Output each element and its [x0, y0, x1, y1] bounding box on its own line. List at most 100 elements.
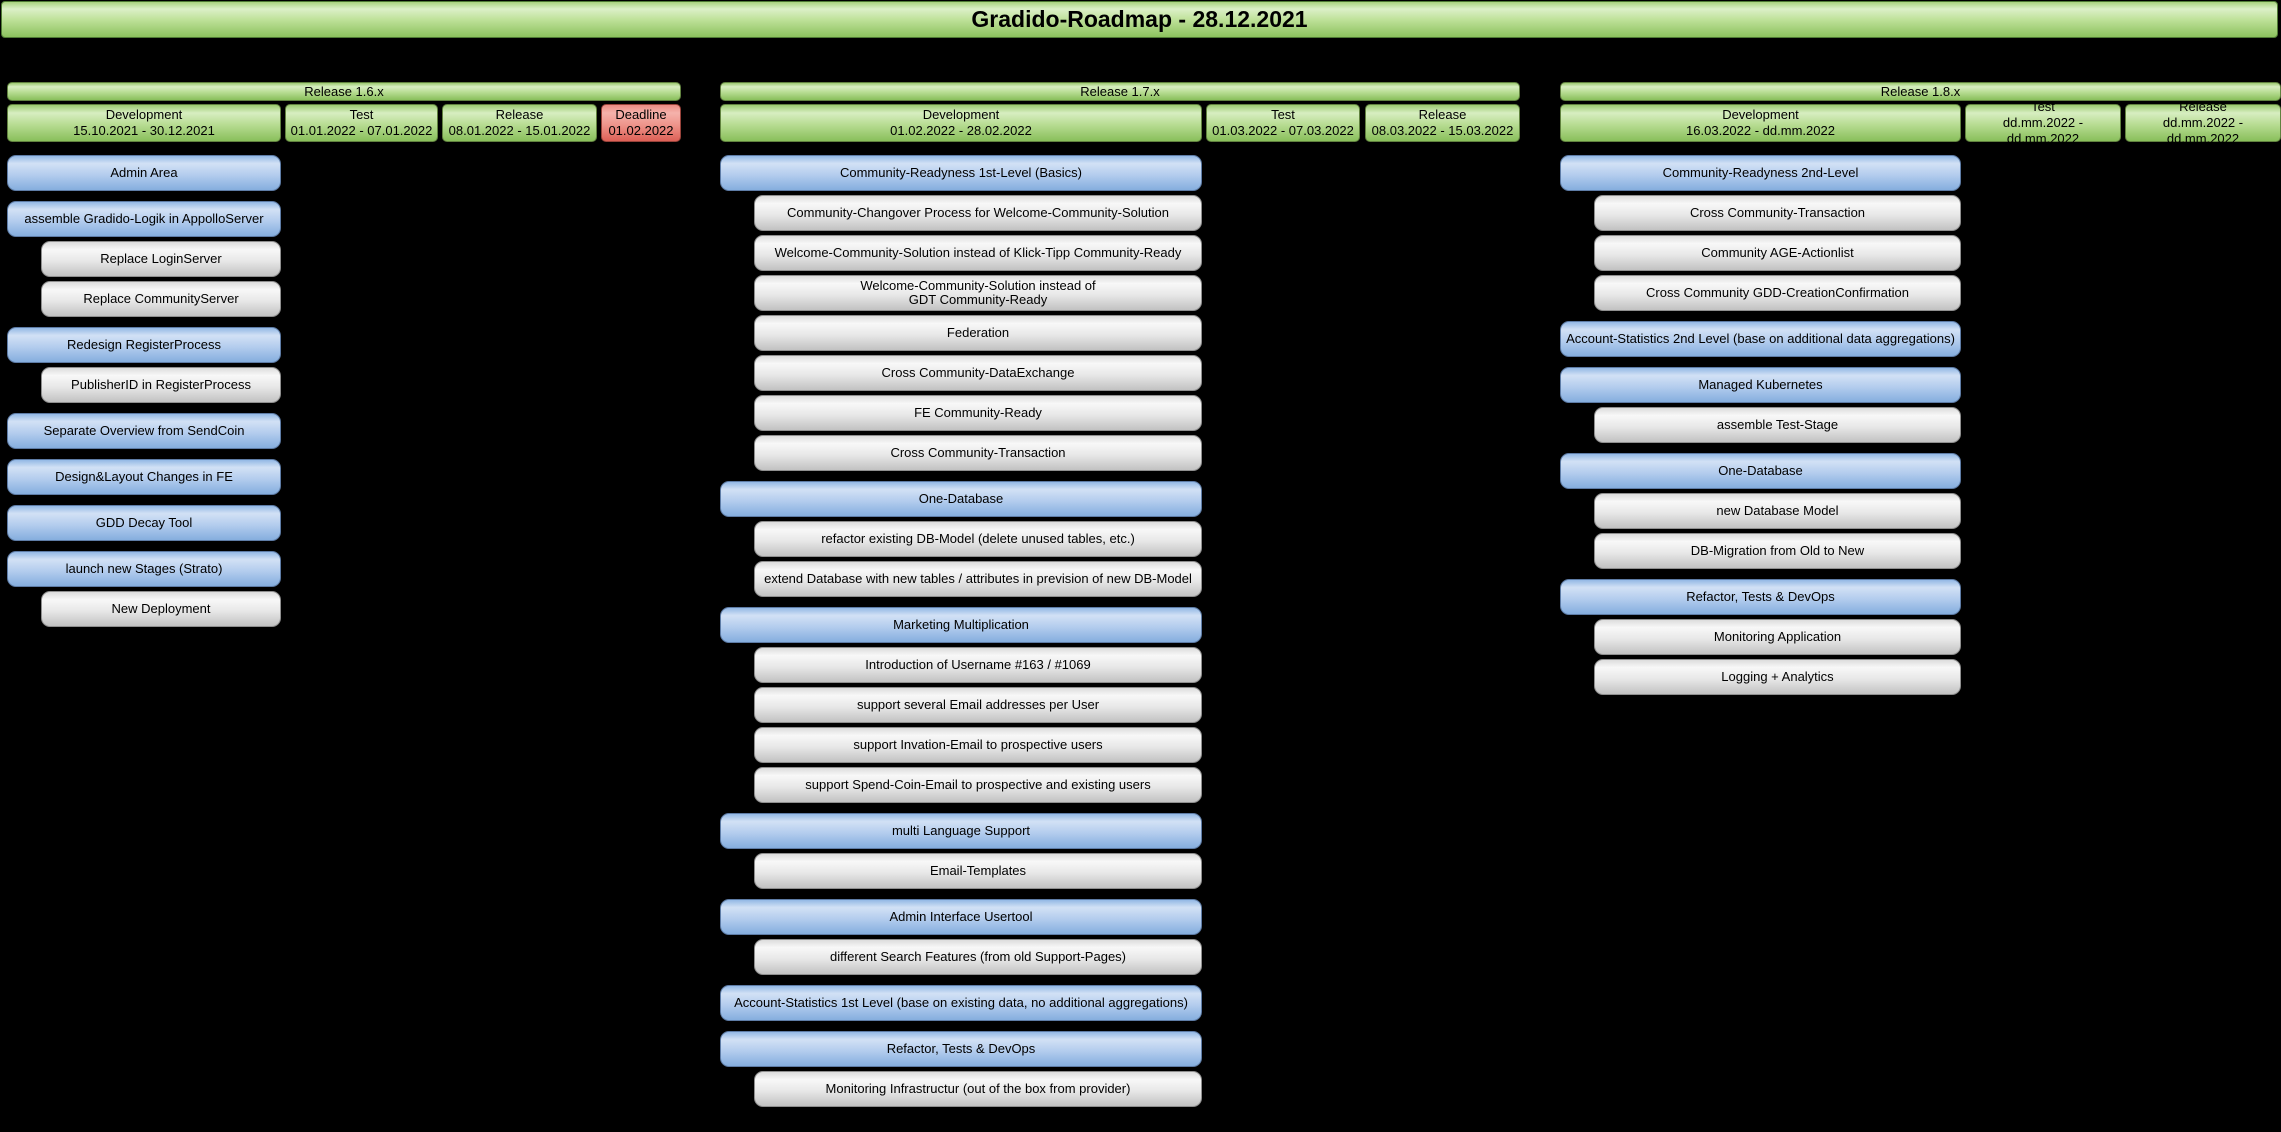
task-sub: Replace LoginServer	[41, 241, 281, 277]
task-sub: Monitoring Application	[1594, 619, 1961, 655]
release-header: Release 1.6.x	[7, 82, 681, 101]
release-name: Release 1.6.x	[304, 84, 384, 99]
task-main: Admin Interface Usertool	[720, 899, 1202, 935]
task-main: Refactor, Tests & DevOps	[720, 1031, 1202, 1067]
roadmap-title-bar: Gradido-Roadmap - 28.12.2021	[1, 1, 2278, 38]
task-sub: Community AGE-Actionlist	[1594, 235, 1961, 271]
phase-dates: 16.03.2022 - dd.mm.2022	[1686, 123, 1835, 138]
phase-label: Development	[922, 107, 1000, 122]
task-main: Community-Readyness 2nd-Level	[1560, 155, 1961, 191]
task-main: assemble Gradido-Logik in AppolloServer	[7, 201, 281, 237]
task-sub: Cross Community-Transaction	[1594, 195, 1961, 231]
task-sub: Cross Community-Transaction	[754, 435, 1202, 471]
task-sub: Community-Changover Process for Welcome-…	[754, 195, 1202, 231]
task-group: GDD Decay Tool	[7, 505, 681, 541]
task-list: Community-Readyness 1st-Level (Basics) Co…	[720, 155, 1520, 1107]
task-sub: Welcome-Community-Solution instead of GD…	[754, 275, 1202, 311]
task-sub: Logging + Analytics	[1594, 659, 1961, 695]
phase-label: Release	[495, 107, 544, 122]
task-main: Account-Statistics 2nd Level (base on ad…	[1560, 321, 1961, 357]
phase-label: Development	[105, 107, 183, 122]
task-sub: Monitoring Infrastructur (out of the box…	[754, 1071, 1202, 1107]
task-main: GDD Decay Tool	[7, 505, 281, 541]
phase-dates: 08.03.2022 - 15.03.2022	[1371, 123, 1514, 138]
phase-label: Test	[2031, 99, 2055, 114]
release-header: Release 1.8.x	[1560, 82, 2281, 101]
task-sub: Cross Community GDD-CreationConfirmation	[1594, 275, 1961, 311]
task-sub: Email-Templates	[754, 853, 1202, 889]
task-sub: Introduction of Username #163 / #1069	[754, 647, 1202, 683]
task-sub: Replace CommunityServer	[41, 281, 281, 317]
task-main: Separate Overview from SendCoin	[7, 413, 281, 449]
phase-dates: dd.mm.2022 - dd.mm.2022	[2002, 115, 2084, 146]
task-main: Redesign RegisterProcess	[7, 327, 281, 363]
task-group: Admin Interface Usertool different Search…	[720, 899, 1520, 975]
task-group: launch new Stages (Strato) New Deployment	[7, 551, 681, 627]
phase-dates: 01.02.2022 - 28.02.2022	[890, 123, 1032, 138]
phase-dates: 01.02.2022	[608, 123, 674, 138]
task-group: Design&Layout Changes in FE	[7, 459, 681, 495]
task-list: Admin Area assemble Gradido-Logik in Appo…	[7, 155, 681, 627]
phase-dates: 01.03.2022 - 07.03.2022	[1212, 123, 1354, 138]
task-sub: extend Database with new tables / attrib…	[754, 561, 1202, 597]
task-sub: FE Community-Ready	[754, 395, 1202, 431]
task-group: Admin Area	[7, 155, 681, 191]
task-main: Managed Kubernetes	[1560, 367, 1961, 403]
task-main: multi Language Support	[720, 813, 1202, 849]
roadmap-title: Gradido-Roadmap - 28.12.2021	[971, 6, 1308, 32]
task-main: One-Database	[1560, 453, 1961, 489]
task-group: Account-Statistics 1st Level (base on ex…	[720, 985, 1520, 1021]
task-sub: support several Email addresses per User	[754, 687, 1202, 723]
task-group: Community-Readyness 1st-Level (Basics) Co…	[720, 155, 1520, 471]
task-main: launch new Stages (Strato)	[7, 551, 281, 587]
task-main: Refactor, Tests & DevOps	[1560, 579, 1961, 615]
task-group: Separate Overview from SendCoin	[7, 413, 681, 449]
release-header: Release 1.7.x	[720, 82, 1520, 101]
task-sub: new Database Model	[1594, 493, 1961, 529]
task-sub: support Invation-Email to prospective us…	[754, 727, 1202, 763]
release-name: Release 1.8.x	[1880, 84, 1961, 99]
task-sub: DB-Migration from Old to New	[1594, 533, 1961, 569]
task-sub: New Deployment	[41, 591, 281, 627]
task-main: Design&Layout Changes in FE	[7, 459, 281, 495]
phase-label: Release	[2179, 99, 2227, 114]
task-sub: different Search Features (from old Supp…	[754, 939, 1202, 975]
task-main: Account-Statistics 1st Level (base on ex…	[720, 985, 1202, 1021]
phase-dates: 15.10.2021 - 30.12.2021	[73, 123, 215, 138]
phase-label: Deadline	[615, 107, 667, 122]
task-sub: Cross Community-DataExchange	[754, 355, 1202, 391]
task-main: One-Database	[720, 481, 1202, 517]
task-sub: Welcome-Community-Solution instead of Kl…	[754, 235, 1202, 271]
phase-dates: 01.01.2022 - 07.01.2022	[290, 123, 433, 138]
phase-dates: 08.01.2022 - 15.01.2022	[448, 123, 591, 138]
task-sub: support Spend-Coin-Email to prospective …	[754, 767, 1202, 803]
task-sub: PublisherID in RegisterProcess	[41, 367, 281, 403]
release-name: Release 1.7.x	[1080, 84, 1160, 99]
task-main: Community-Readyness 1st-Level (Basics)	[720, 155, 1202, 191]
